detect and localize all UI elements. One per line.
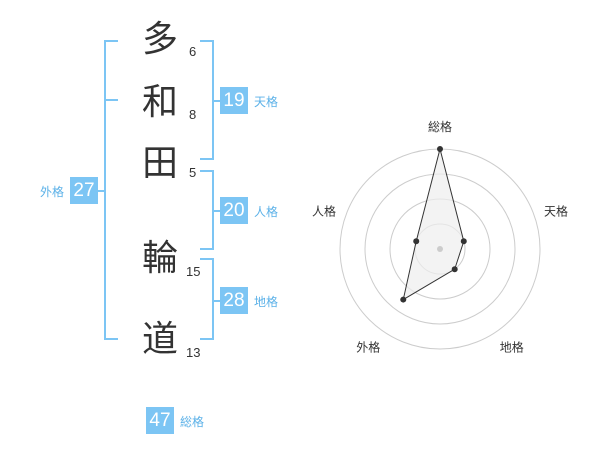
chikaku-value: 28	[220, 287, 248, 314]
stroke-count-1: 6	[189, 44, 197, 59]
tenkaku-connector	[214, 100, 220, 102]
jinkaku-connector	[214, 210, 220, 212]
stroke-count-3: 5	[189, 165, 197, 180]
gaikaku-bracket	[104, 40, 118, 340]
name-char-5: 道	[142, 319, 179, 360]
radar-point-5	[413, 238, 420, 245]
soukaku-value: 47	[146, 407, 174, 434]
radar-axis-label-3: 地格	[500, 340, 524, 355]
radar-axis-label-1: 総格	[428, 119, 452, 134]
radar-series-area	[402, 148, 465, 301]
radar-point-4	[400, 296, 407, 303]
radar-axis-label-2: 天格	[544, 203, 568, 218]
chikaku-label: 地格	[254, 295, 279, 309]
gaikaku-inner-tick-1	[104, 99, 118, 101]
radar-axis-label-5: 人格	[312, 203, 336, 218]
radar-point-1	[437, 146, 443, 152]
name-char-2: 和	[142, 82, 179, 123]
soukaku-label: 総格	[180, 415, 205, 429]
tenkaku-label: 天格	[254, 95, 279, 109]
name-char-3: 田	[142, 143, 179, 184]
gaikaku-connector	[98, 190, 104, 192]
stroke-count-2: 8	[189, 107, 197, 122]
gaikaku-label: 外格	[40, 185, 65, 199]
radar-point-2	[460, 238, 467, 245]
name-char-1: 多	[142, 19, 179, 60]
chikaku-bracket	[200, 258, 214, 340]
chikaku-connector	[214, 300, 220, 302]
radar-center-dot	[437, 246, 443, 252]
tenkaku-bracket	[200, 40, 214, 160]
stroke-count-4: 15	[186, 264, 201, 279]
tenkaku-value: 19	[220, 87, 248, 114]
radar-axis-label-4: 外格	[356, 340, 380, 355]
jinkaku-bracket	[200, 170, 214, 250]
gaikaku-value: 27	[70, 177, 98, 204]
jinkaku-value: 20	[220, 197, 248, 224]
radar-point-3	[451, 266, 458, 273]
stroke-count-5: 13	[186, 345, 201, 360]
jinkaku-label: 人格	[254, 205, 279, 219]
name-char-4: 輪	[142, 238, 179, 279]
